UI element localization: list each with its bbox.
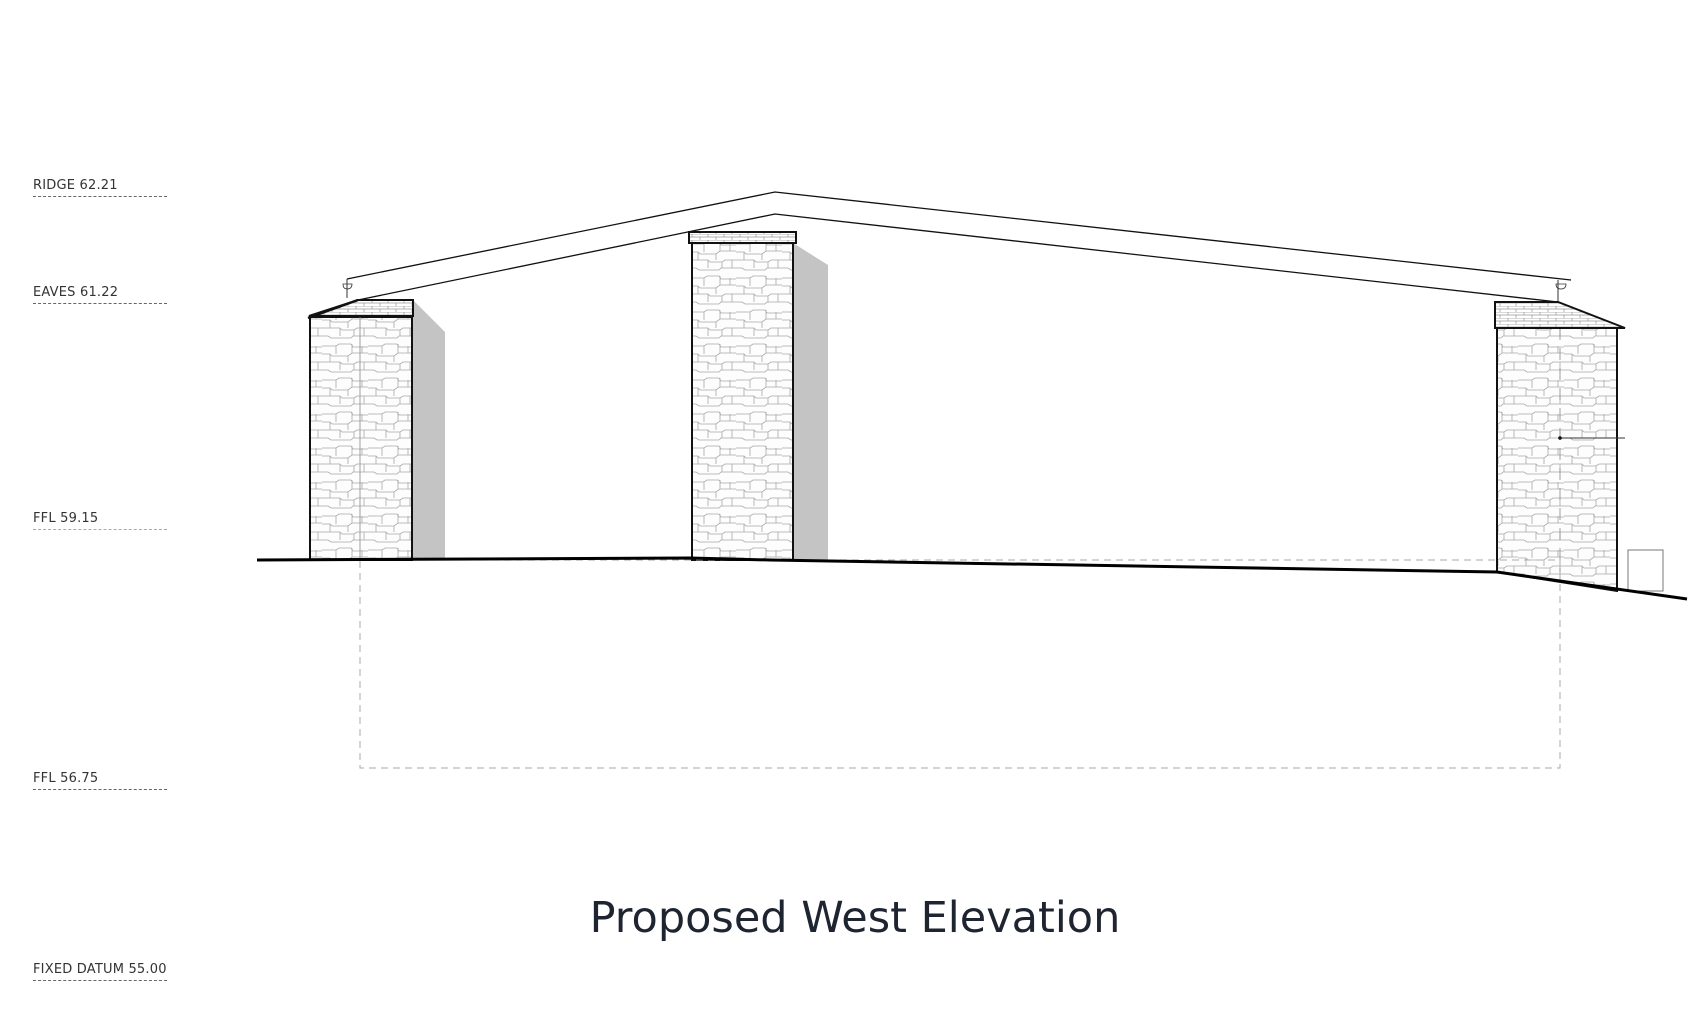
middle-pillar — [688, 231, 797, 561]
roof — [342, 191, 1572, 303]
level-ffl-upper-label: FFL 59.15 — [33, 511, 99, 526]
lower-floor-outline — [359, 559, 1561, 769]
level-datum-label: FIXED DATUM 55.00 — [33, 962, 167, 977]
left-pillar — [307, 298, 414, 561]
left-pillar-shadow — [412, 300, 445, 560]
middle-pillar-shadow — [793, 243, 828, 560]
left-gutter-icon — [342, 283, 353, 290]
right-gutter-icon — [1555, 283, 1567, 290]
level-ffl-upper: FFL 59.15 — [33, 511, 167, 530]
right-pillar — [1494, 301, 1626, 593]
level-eaves-label: EAVES 61.22 — [33, 285, 119, 300]
level-ridge-label: RIDGE 62.21 — [33, 178, 118, 193]
level-ffl-lower: FFL 56.75 — [33, 771, 167, 790]
ground-line — [256, 556, 1688, 601]
level-ffl-lower-label: FFL 56.75 — [33, 771, 99, 786]
level-datum: FIXED DATUM 55.00 — [33, 962, 167, 981]
meter-box — [1627, 549, 1664, 592]
drawing-title: Proposed West Elevation — [589, 893, 1121, 943]
level-ridge: RIDGE 62.21 — [33, 178, 167, 197]
level-eaves: EAVES 61.22 — [33, 285, 167, 304]
